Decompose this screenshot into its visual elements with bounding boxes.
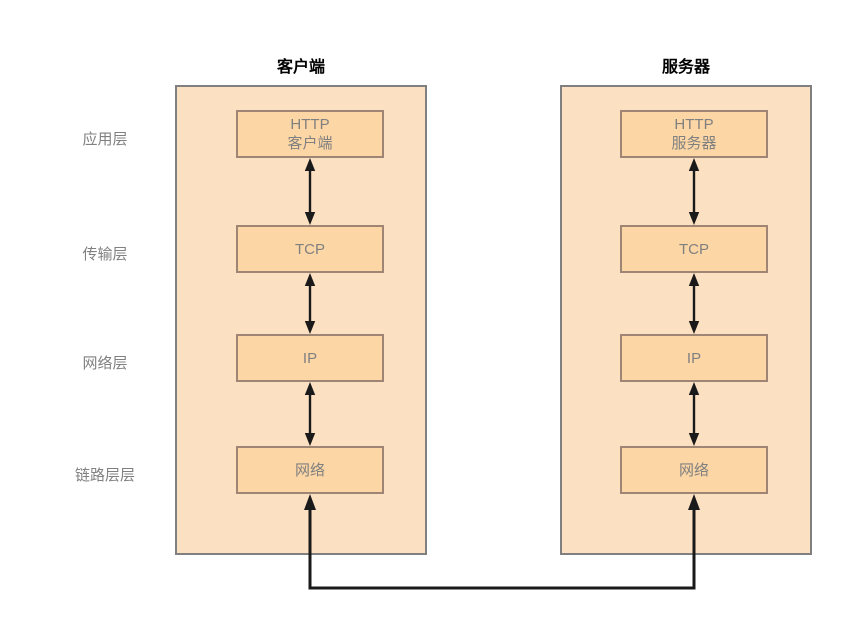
client-box-link-line1: 网络 <box>294 461 325 479</box>
client-arrow-ip-link <box>302 382 318 446</box>
server-arrow-ip-link <box>686 382 702 446</box>
client-box-http[interactable]: HTTP 客户端 <box>236 110 384 158</box>
client-box-http-line1: HTTP <box>290 116 330 133</box>
server-box-tcp-line1: TCP <box>679 240 709 258</box>
client-box-link[interactable]: 网络 <box>236 446 384 494</box>
server-arrow-http-tcp <box>686 158 702 225</box>
client-box-ip-line1: IP <box>302 349 318 367</box>
server-box-ip-line1: IP <box>686 349 702 367</box>
client-box-ip[interactable]: IP <box>236 334 384 382</box>
layer-label-network: 网络层 <box>82 355 128 372</box>
client-arrow-tcp-ip <box>302 273 318 334</box>
client-arrow-http-tcp <box>302 158 318 225</box>
server-box-http-line2: 服务器 <box>671 135 717 152</box>
server-box-ip[interactable]: IP <box>620 334 768 382</box>
server-box-http-line1: HTTP <box>674 116 714 133</box>
server-box-link[interactable]: 网络 <box>620 446 768 494</box>
layer-label-transport: 传输层 <box>82 246 128 263</box>
layer-label-link: 链路层层 <box>74 467 135 484</box>
server-arrow-tcp-ip <box>686 273 702 334</box>
client-box-tcp-line1: TCP <box>295 240 325 258</box>
server-box-http[interactable]: HTTP 服务器 <box>620 110 768 158</box>
physical-link-connector <box>170 440 710 600</box>
server-column-title: 服务器 <box>661 59 710 76</box>
client-box-http-line2: 客户端 <box>287 135 333 152</box>
layer-label-application: 应用层 <box>82 131 128 148</box>
server-box-link-line1: 网络 <box>678 461 709 479</box>
server-box-tcp[interactable]: TCP <box>620 225 768 273</box>
client-box-tcp[interactable]: TCP <box>236 225 384 273</box>
client-column-title: 客户端 <box>276 59 325 76</box>
